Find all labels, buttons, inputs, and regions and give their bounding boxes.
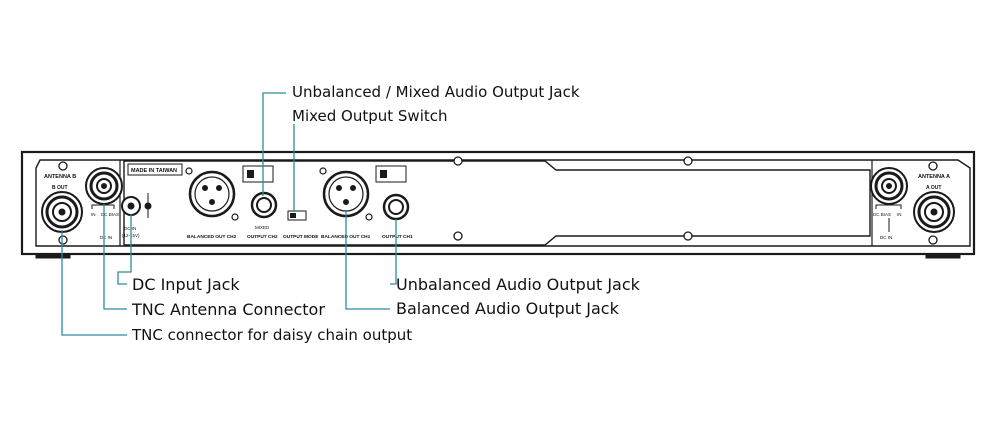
callout-tnc-daisy-chain: TNC connector for daisy chain output — [132, 326, 413, 344]
dc-in-jack-label: DC IN — [124, 226, 136, 231]
dc-in-label-left: DC IN — [100, 235, 112, 240]
leader-tnc-daisy — [61, 230, 127, 336]
level-switch-ch2-knob — [247, 170, 254, 178]
callout-dc-input-jack: DC Input Jack — [132, 275, 240, 294]
dc-bias-bracket-left — [91, 204, 115, 232]
output-ch2-label: OUTPUT CH2 — [247, 234, 278, 240]
leader-tnc-antenna — [103, 204, 127, 310]
level-switch-ch1-knob — [380, 170, 387, 178]
unbalanced-mixed-output-jack — [250, 191, 278, 219]
chassis — [20, 150, 976, 259]
output-mode-label: OUTPUT MODE — [283, 234, 319, 240]
center-panel-outline — [123, 160, 871, 246]
dc-in-label-right: DC IN — [880, 235, 892, 240]
mixed-label: MIXED — [255, 225, 270, 230]
screw — [683, 231, 693, 241]
dc-polarity-icon — [144, 193, 152, 218]
leader-balanced-audio — [345, 211, 390, 310]
dc-bias-bracket-right — [875, 204, 902, 232]
xlr-screw — [365, 213, 373, 221]
dc-bias-label-left: DC BIAS — [101, 212, 119, 217]
callout-balanced-audio-output: Balanced Audio Output Jack — [396, 299, 619, 318]
output-mode-section: OUTPUT MODE — [283, 210, 319, 240]
tnc-antenna-connector-b-in — [85, 167, 123, 205]
xlr-screw — [231, 213, 239, 221]
leader-dc-input — [117, 214, 132, 285]
made-in-box — [127, 163, 183, 176]
screw — [58, 235, 68, 245]
left-antenna-section: ANTENNA B B OUT IN DC BIAS DC IN — [41, 167, 123, 240]
unbalanced-audio-output-jack — [382, 193, 410, 221]
chassis-inner-outline — [35, 159, 971, 247]
screw — [928, 161, 938, 171]
xlr-balanced-out-ch1 — [322, 170, 370, 218]
b-out-label: B OUT — [52, 185, 68, 191]
made-in-label: MADE IN TAIWAN — [131, 168, 177, 174]
antenna-b-label: ANTENNA B — [44, 174, 76, 180]
screws — [58, 156, 938, 245]
dc-input-jack — [121, 196, 141, 216]
leader-unbalanced-mixed — [262, 92, 286, 196]
screw — [683, 156, 693, 166]
leader-lines — [61, 92, 397, 336]
xlr-balanced-out-ch2 — [188, 170, 236, 218]
in-label-right: IN — [897, 212, 902, 217]
chassis-outer — [20, 150, 976, 256]
leader-unbalanced-audio — [390, 219, 397, 285]
balanced-out-ch2-label: BALANCED OUT CH2 — [187, 234, 237, 240]
callout-unbalanced-mixed-output: Unbalanced / Mixed Audio Output Jack — [292, 83, 580, 101]
antenna-a-label: ANTENNA A — [918, 174, 950, 180]
channel-2-section: BALANCED OUT CH2 MIXED OUTPUT CH2 — [185, 165, 278, 240]
screw — [928, 235, 938, 245]
screw — [453, 231, 463, 241]
screw — [453, 156, 463, 166]
channel-1-section: BALANCED OUT CH1 OUTPUT CH1 — [319, 165, 413, 240]
dc-bias-label-right: DC BIAS — [873, 212, 891, 217]
foot-right — [925, 253, 961, 259]
mixed-output-switch — [287, 210, 307, 221]
xlr-screw — [185, 167, 193, 175]
in-label-left: IN — [91, 212, 96, 217]
right-antenna-section: ANTENNA A A OUT DC BIAS IN DC IN — [870, 167, 955, 240]
tnc-connector-b-out — [41, 191, 83, 233]
screw — [58, 161, 68, 171]
mixed-output-switch-knob — [290, 213, 296, 218]
foot-left — [35, 253, 71, 259]
xlr-screw — [319, 167, 327, 175]
callout-tnc-antenna-connector: TNC Antenna Connector — [132, 300, 325, 319]
output-ch1-label: OUTPUT CH1 — [382, 234, 413, 240]
tnc-connector-a-in — [870, 167, 908, 205]
callout-mixed-output-switch: Mixed Output Switch — [292, 107, 448, 125]
callout-unbalanced-audio-output: Unbalanced Audio Output Jack — [396, 275, 640, 294]
a-out-label: A OUT — [926, 185, 941, 191]
tnc-connector-a-out — [913, 191, 955, 233]
